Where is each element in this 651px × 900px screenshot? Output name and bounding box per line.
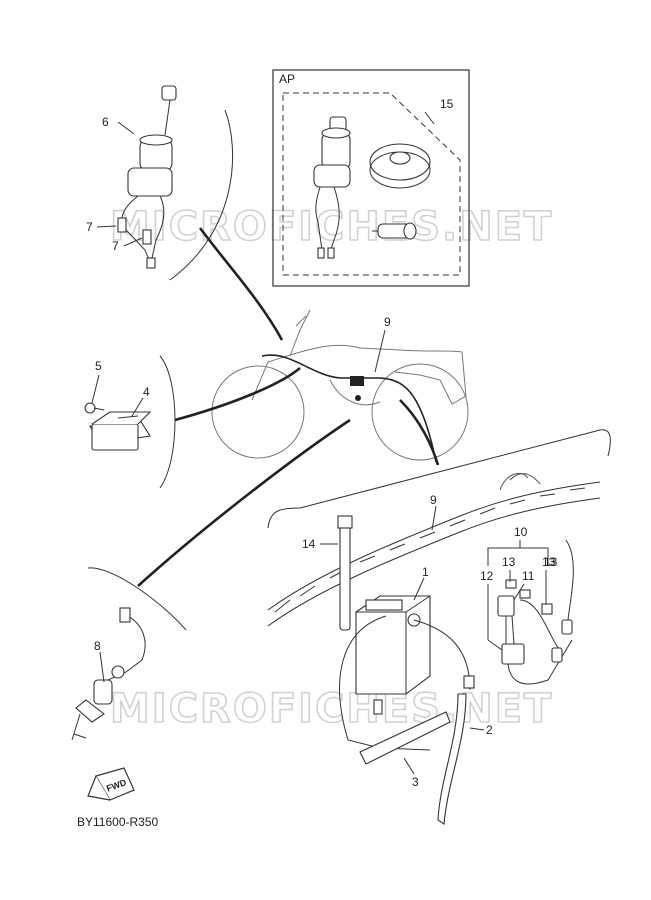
ap-inset-box: AP (272, 69, 470, 287)
forward-arrow-icon: FWD (87, 767, 135, 801)
inset-fuel-cap (369, 143, 431, 189)
ap-inset-label: AP (279, 72, 295, 86)
callout-3: 3 (412, 775, 419, 789)
inset-seat-lock (372, 222, 417, 240)
watermark-top: MICROFICHES.NET (110, 204, 553, 250)
callout-7b: 7 (112, 239, 119, 253)
motorcycle-outline (211, 309, 469, 463)
callout-14: 14 (302, 537, 316, 551)
neutral-switch-detail (71, 567, 187, 741)
callout-5: 5 (95, 359, 102, 373)
watermark-bottom: MICROFICHES.NET (110, 686, 553, 732)
callout-2: 2 (486, 723, 493, 737)
main-switch-detail (117, 85, 234, 281)
callout-9b: 9 (430, 493, 437, 507)
callout-9a: 9 (384, 315, 391, 329)
diagram-code: BY11600-R350 (77, 815, 158, 829)
callout-4: 4 (143, 385, 150, 399)
callout-15: 15 (440, 97, 454, 111)
callout-13b: 13 (542, 555, 556, 569)
callout-11: 11 (522, 569, 535, 583)
callout-7a: 7 (86, 220, 93, 234)
callout-10: 10 (514, 525, 528, 539)
callout-8: 8 (94, 639, 101, 653)
callout-1: 1 (422, 565, 429, 579)
inset-main-switch (313, 116, 351, 259)
relay-detail (84, 355, 176, 489)
battery-harness-detail (267, 429, 611, 825)
callout-13c: 13 (544, 555, 558, 569)
callout-12: 12 (480, 569, 494, 583)
callout-13a: 13 (502, 555, 516, 569)
callout-6: 6 (102, 115, 109, 129)
